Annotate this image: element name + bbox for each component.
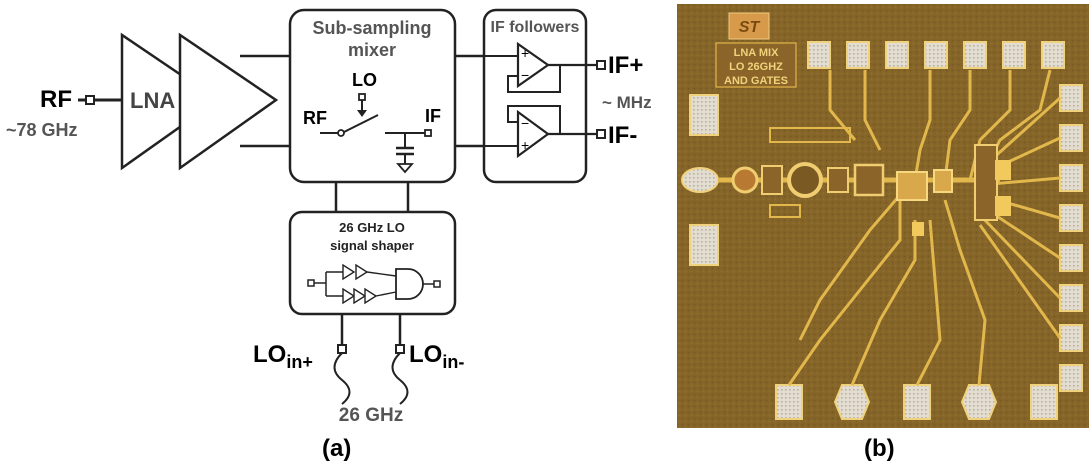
- shaper-in-port: [308, 280, 314, 286]
- caption-b: (b): [864, 435, 895, 462]
- svg-text:LO 26GHZ: LO 26GHZ: [729, 61, 783, 73]
- mixer-lo-port: [359, 94, 365, 100]
- svg-text:LNA MIX: LNA MIX: [734, 47, 779, 59]
- svg-text:ST: ST: [739, 19, 761, 36]
- lo-freq: 26 GHz: [339, 405, 403, 426]
- lo-in-plus-label: LOin+: [253, 341, 313, 372]
- mixer-if-port: [425, 130, 431, 136]
- mixer-if-label: IF: [425, 106, 441, 126]
- mixer-lo-label: LO: [352, 70, 377, 90]
- lo-shaper-title-1: 26 GHz LO: [339, 220, 405, 235]
- chip-photo: ST LNA MIX LO 26GHZ AND GATES: [677, 4, 1089, 462]
- top-pads: [808, 42, 1064, 68]
- chip-label: LNA MIX LO 26GHZ AND GATES: [716, 43, 796, 87]
- if-minus-label: IF-: [608, 122, 637, 149]
- opamp-bottom-plus: +: [521, 137, 529, 153]
- caption-a: (a): [322, 435, 351, 462]
- switch-contact: [338, 130, 344, 136]
- mixer-rf-label: RF: [303, 108, 327, 128]
- shaper-out-port: [434, 281, 440, 287]
- and-gate: [396, 269, 423, 299]
- lna-label: LNA: [130, 88, 175, 113]
- mixer-title-1: Sub-sampling: [312, 18, 431, 38]
- mixer-title-2: mixer: [348, 40, 396, 60]
- opamp-top-plus: +: [521, 45, 529, 61]
- block-diagram: RF ~78 GHz LNA Sub-sampling mixer LO RF …: [6, 10, 652, 462]
- lo-in-minus-port: [396, 345, 404, 353]
- lo-in-minus-label: LOin-: [409, 341, 464, 372]
- if-plus-port: [597, 61, 605, 69]
- if-minus-port: [597, 130, 605, 138]
- rf-label: RF: [40, 86, 72, 113]
- if-freq: ~ MHz: [602, 93, 652, 112]
- opamp-top-minus: −: [521, 67, 529, 83]
- rf-port: [86, 96, 94, 104]
- lo-shaper-title-2: signal shaper: [330, 238, 414, 253]
- lo-in-minus-source: [393, 353, 408, 404]
- if-plus-label: IF+: [608, 52, 643, 79]
- opamp-bottom-minus: −: [521, 115, 529, 131]
- if-followers-title: IF followers: [491, 19, 580, 36]
- rf-freq: ~78 GHz: [6, 120, 78, 140]
- st-logo: ST: [729, 13, 769, 39]
- lo-in-plus-source: [335, 353, 350, 404]
- lo-in-plus-port: [338, 345, 346, 353]
- svg-text:AND GATES: AND GATES: [724, 75, 788, 87]
